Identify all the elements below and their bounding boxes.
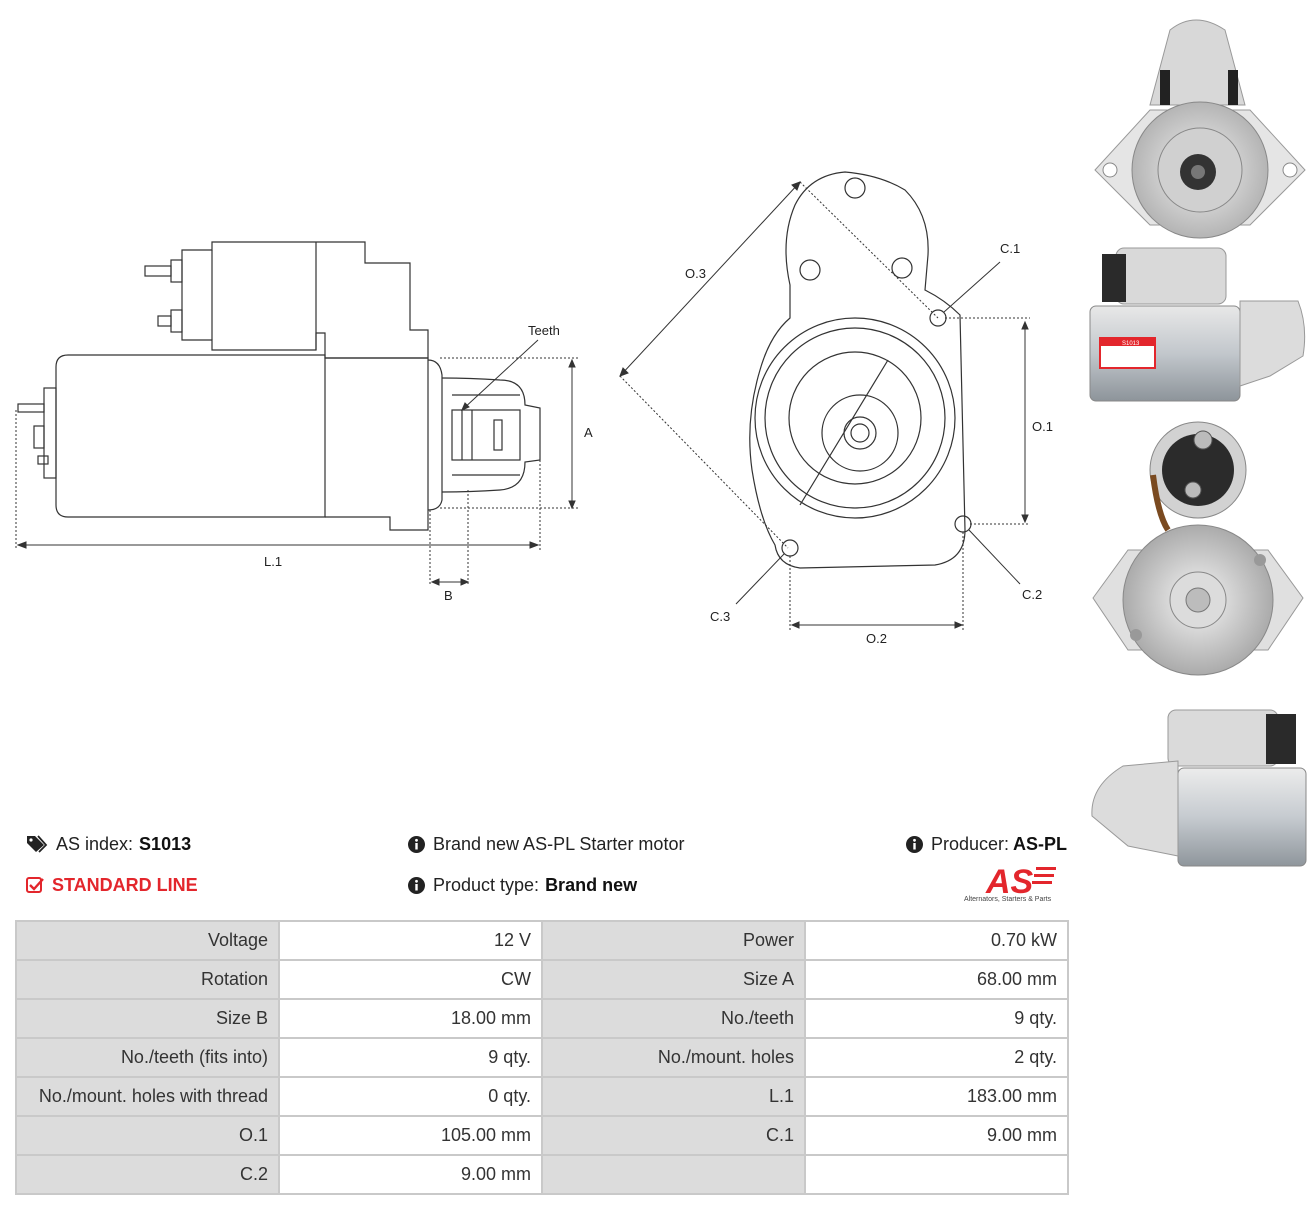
label-l1: L.1 [264,554,282,569]
technical-drawing: L.1 B A Teeth O.3 C.1 O. [15,171,1053,646]
as-index-label: AS index: [56,834,134,854]
spec-label: No./teeth [541,998,806,1039]
photo-front-view[interactable] [1090,10,1310,242]
spec-label: C.1 [541,1115,806,1156]
producer-value: AS-PL [1013,834,1068,854]
as-index-value: S1013 [139,834,192,854]
spec-value: 0 qty. [278,1076,543,1117]
photo-rear-view[interactable] [1088,420,1310,695]
label-c3: C.3 [710,609,730,624]
spec-label: L.1 [541,1076,806,1117]
label-o1: O.1 [1032,419,1053,434]
spec-value: 18.00 mm [278,998,543,1039]
label-o3: O.3 [685,266,706,281]
front-flange [749,171,966,569]
spec-label: Size B [15,998,280,1039]
photo-other-side-view[interactable] [1088,706,1310,871]
spec-value: 183.00 mm [804,1076,1069,1117]
spec-value: 12 V [278,920,543,961]
label-teeth: Teeth [528,323,560,338]
spec-label: Voltage [15,920,280,961]
logo-tagline: Alternators, Starters & Parts [964,896,1052,903]
tags-icon [27,835,48,853]
motor-body [55,354,326,518]
check-square-icon [26,877,44,893]
spec-label: Size A [541,959,806,1000]
label-c2: C.2 [1022,587,1042,602]
spec-label: No./mount. holes [541,1037,806,1078]
label-a: A [584,425,593,440]
brand-text: Brand new AS-PL Starter motor [433,834,685,854]
product-type-value: Brand new [545,875,638,895]
product-type-label: Product type: [433,875,540,895]
label-c1: C.1 [1000,241,1020,256]
producer-label: Producer: [931,834,1010,854]
as-logo-mark: AS [985,863,1056,896]
spec-label: No./mount. holes with thread [15,1076,280,1117]
info-circle-icon [408,876,425,894]
as-pl-logo[interactable]: AS Alternators, Starters & Parts [962,862,1068,908]
spec-label [541,1154,806,1195]
sticker-code: S1013 [1122,341,1140,347]
brand-line: Brand new AS-PL Starter motor [408,833,684,855]
spec-label: O.1 [15,1115,280,1156]
info-circle-icon [906,835,923,853]
spec-value: 9.00 mm [278,1154,543,1195]
product-line: STANDARD LINE [26,874,198,896]
photo-side-view[interactable]: S1013 [1088,246,1310,406]
spec-value [804,1154,1069,1195]
producer: Producer: AS-PL [906,833,1067,855]
spec-label: Rotation [15,959,280,1000]
info-circle-icon [408,835,425,853]
spec-value: 9 qty. [804,998,1069,1039]
product-line-text: STANDARD LINE [52,875,198,895]
label-o2: O.2 [866,631,887,646]
spec-value: CW [278,959,543,1000]
spec-value: 0.70 kW [804,920,1069,961]
product-type: Product type: Brand new [408,874,637,896]
spec-label: Power [541,920,806,961]
as-index: AS index: S1013 [26,833,191,855]
spec-row: No./teeth (fits into)9 qty.No./mount. ho… [15,1037,1069,1078]
solenoid [181,241,429,359]
spec-value: 9 qty. [278,1037,543,1078]
drive-housing [325,357,429,531]
logo-text: AS [985,863,1034,896]
spec-value: 9.00 mm [804,1115,1069,1156]
label-b: B [444,588,453,603]
spec-label: No./teeth (fits into) [15,1037,280,1078]
spec-label: C.2 [15,1154,280,1195]
spec-value: 105.00 mm [278,1115,543,1156]
spec-value: 68.00 mm [804,959,1069,1000]
spec-value: 2 qty. [804,1037,1069,1078]
